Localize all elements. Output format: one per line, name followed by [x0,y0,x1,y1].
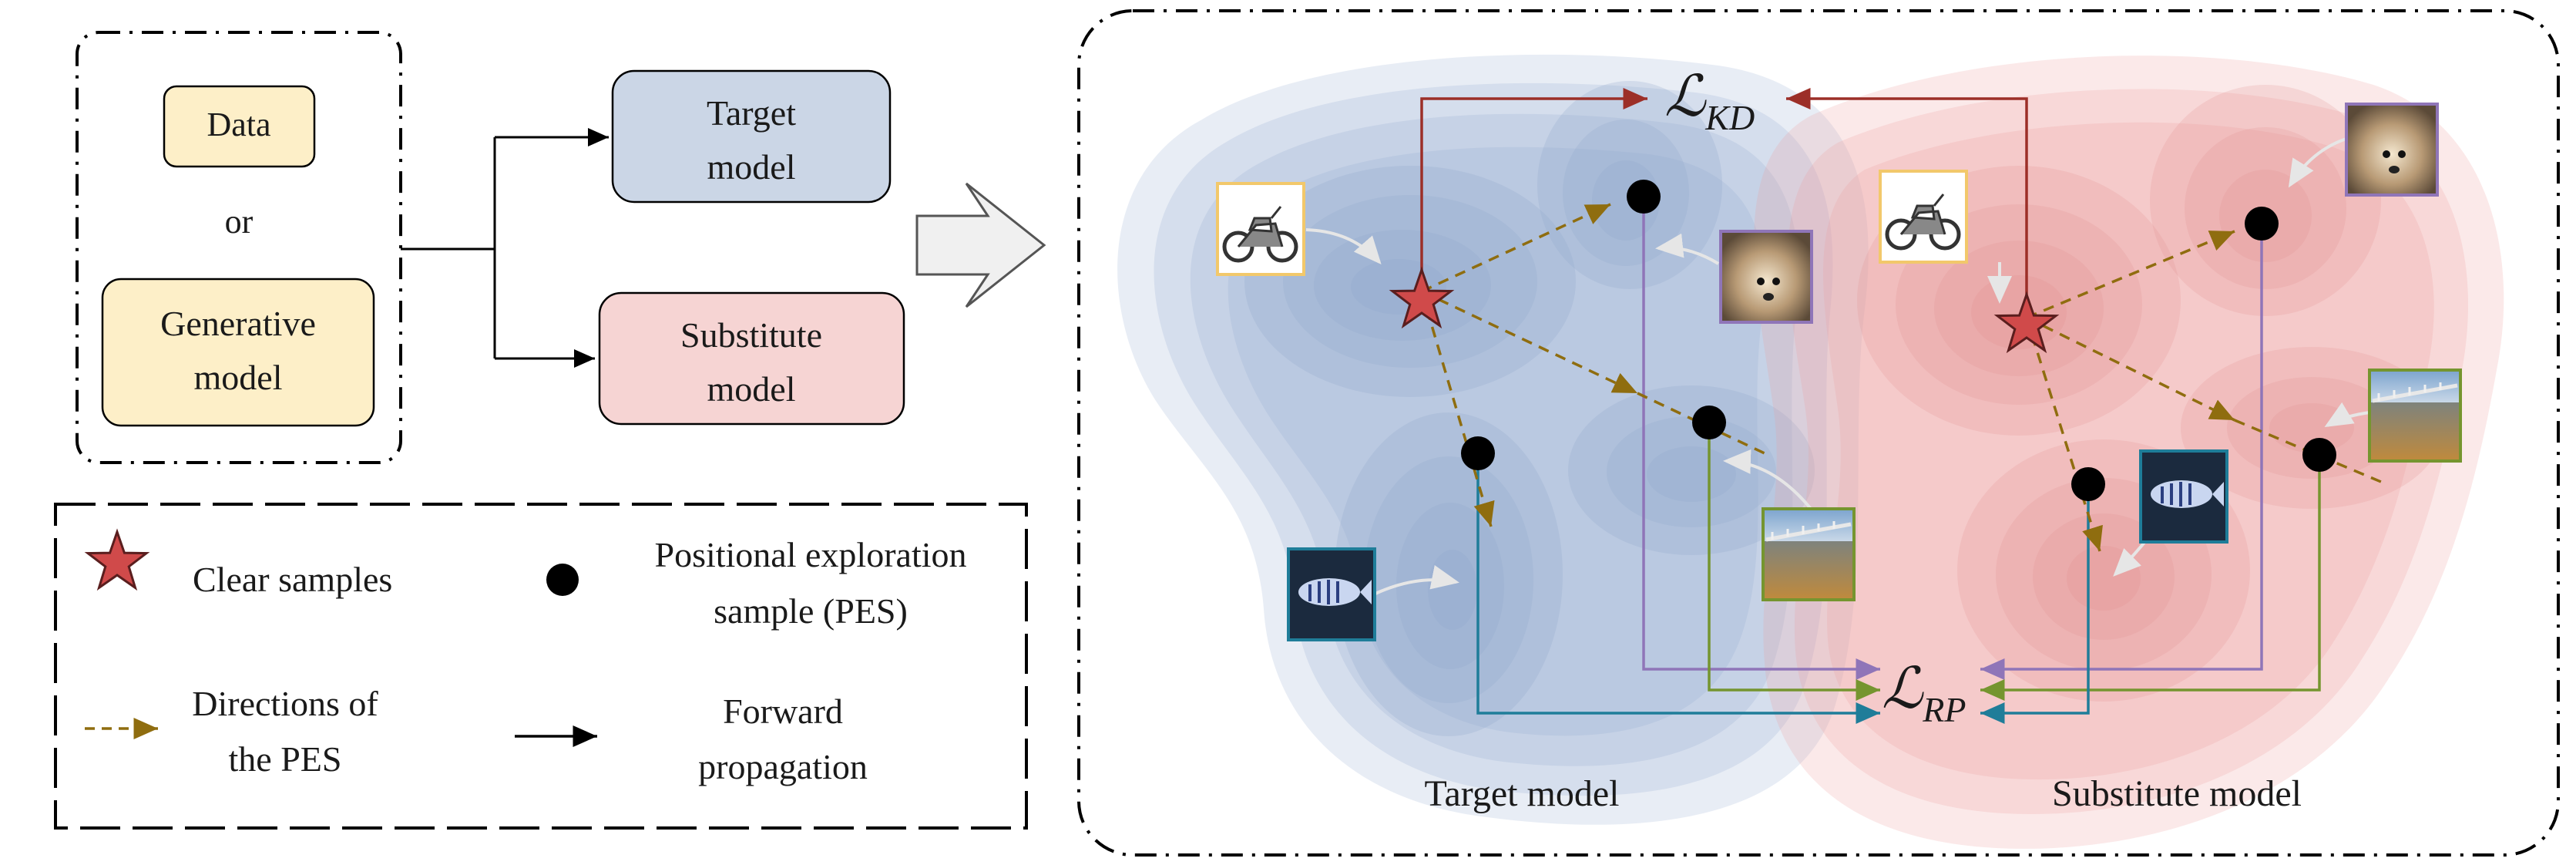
fish-thumbnail-substitute [2139,449,2228,544]
hedgehog-thumbnail [1719,230,1813,324]
motorcycle-thumbnail-substitute [1879,170,1968,264]
data-box [163,85,316,168]
clear-sample-star-substitute [1993,291,2060,354]
legend-pes-line1: Positional exploration [654,535,966,574]
pes-dot-icon [546,564,579,596]
substitute-model-box: Substitute model [598,291,905,426]
or-label: or [225,203,254,241]
target-label-line1: Target [707,93,796,133]
source-group: Data or Generative model [76,31,402,464]
generative-model-box [101,278,375,427]
source-dashed-frame [76,31,402,464]
legend-forward-line1: Forward [723,692,843,731]
fish-thumbnail [1287,547,1376,641]
transition-arrow-icon [915,182,1046,308]
motorcycle-thumbnail [1216,182,1305,276]
panel-dashed-frame [1077,9,2560,857]
pes-dot-substitute-1 [2245,207,2279,241]
pes-direction-arrows [1420,203,2382,552]
forward-propagation-connector [401,128,609,368]
target-label-line2: model [707,147,796,187]
legend-pes-line2: sample (PES) [714,591,908,631]
legend-directions-line1: Directions of [192,684,378,723]
target-model-box: Target model [611,69,892,204]
hedgehog-thumbnail-substitute [2345,103,2439,197]
pes-dot-target-3 [1461,436,1495,470]
pes-dot-target-2 [1692,406,1726,439]
generative-label-line2: model [194,358,283,397]
substitute-label-line2: model [707,369,796,409]
loss-kd-symbol: ℒKD [1664,66,1755,137]
pes-dot-target-1 [1627,180,1661,214]
legend-forward-line2: propagation [698,747,868,786]
pes-dot-substitute-3 [2071,467,2105,501]
legend-clear-samples: Clear samples [193,560,392,599]
legend-dashed-frame [54,503,1028,830]
data-label: Data [207,106,270,143]
rp-loss-connectors [1476,197,2321,724]
legend: Clear samples Positional exploration sam… [54,503,1028,830]
pes-dot-substitute-2 [2302,438,2336,472]
substitute-region-label: Substitute model [2052,773,2302,814]
generative-label-line1: Generative [160,304,316,343]
pes-dots [1461,180,2336,501]
bridge-thumbnail-substitute [2368,369,2462,463]
bridge-thumbnail [1762,507,1856,601]
kd-loss-connector [1420,88,2028,312]
substitute-label-line1: Substitute [680,315,822,355]
loss-rp-symbol: ℒRP [1882,658,1966,729]
clear-sample-star-icon [84,528,150,591]
clear-sample-star-target [1389,266,1455,329]
legend-directions-line2: the PES [229,739,342,779]
target-region-label: Target model [1424,773,1619,814]
